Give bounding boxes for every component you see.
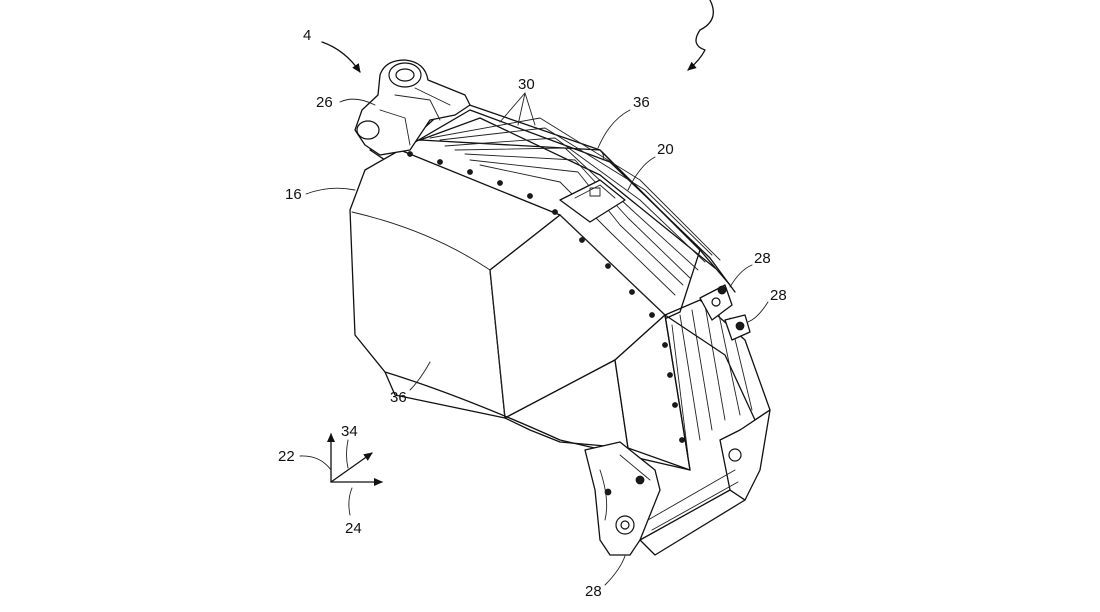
- label-28-mid: 28: [770, 287, 787, 304]
- label-4: 4: [303, 27, 311, 44]
- label-30: 30: [518, 76, 535, 93]
- label-28-top: 28: [754, 250, 771, 267]
- mounting-lug-top: [355, 60, 470, 155]
- arrow-4: [322, 42, 360, 72]
- label-16: 16: [285, 186, 302, 203]
- bracket-tabs-right: [700, 285, 750, 340]
- label-34: 34: [341, 423, 358, 440]
- label-20: 20: [657, 141, 674, 158]
- label-36-top: 36: [633, 94, 650, 111]
- label-36-front: 36: [390, 389, 407, 406]
- housing-body: [350, 140, 700, 470]
- label-24: 24: [345, 520, 362, 537]
- arrow-wavy-right: [688, 0, 713, 70]
- coordinate-axes: [300, 434, 382, 515]
- label-28-bottom: 28: [585, 583, 602, 600]
- label-22: 22: [278, 448, 295, 465]
- axis-depth: [331, 453, 372, 482]
- label-26: 26: [316, 94, 333, 111]
